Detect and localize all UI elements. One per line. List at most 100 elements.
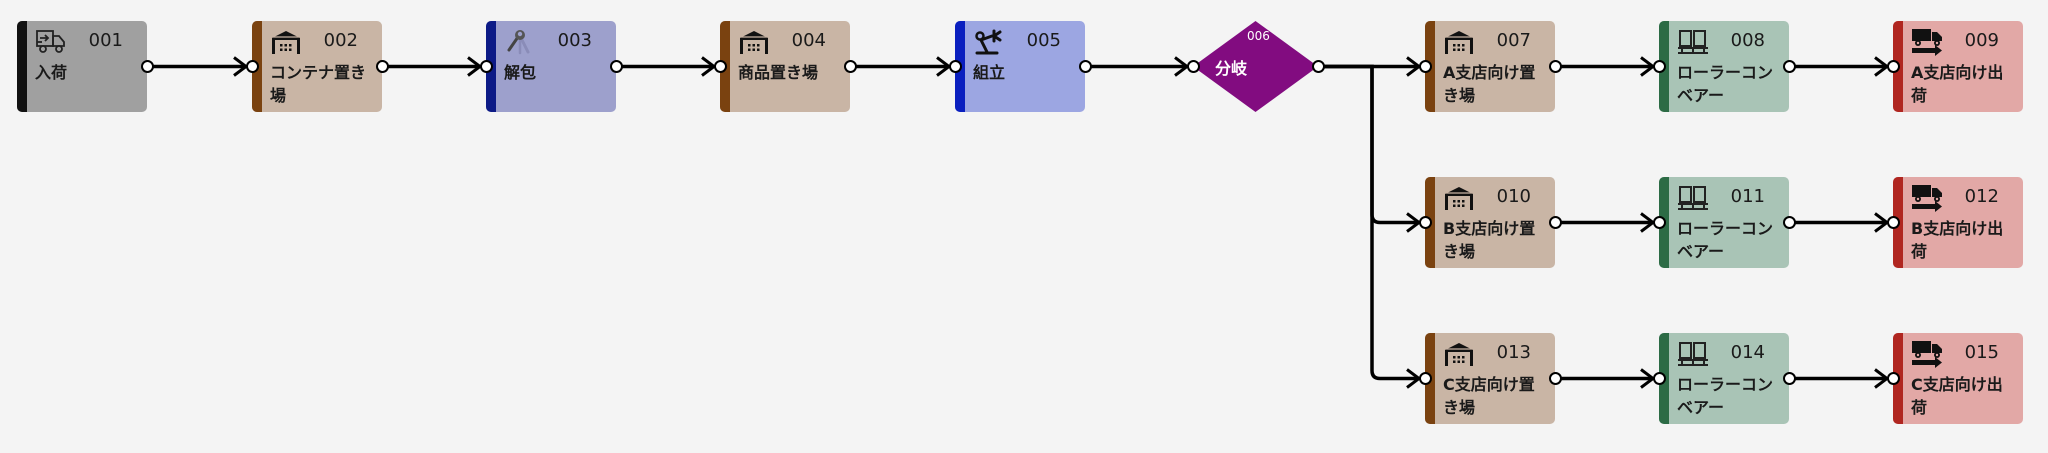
node-id: 004 <box>791 30 826 51</box>
arrowhead-icon <box>1874 212 1890 233</box>
node-010[interactable]: 010 B支店向け置き場 <box>1425 177 1555 268</box>
input-port[interactable] <box>1652 60 1666 73</box>
output-port[interactable] <box>1782 216 1796 229</box>
node-id: 006 <box>1247 29 1270 43</box>
node-label: 分岐 <box>1215 59 1248 78</box>
input-port[interactable] <box>1652 216 1666 229</box>
arrowhead-icon <box>1640 212 1656 233</box>
node-label: ローラーコンベアー <box>1677 63 1774 105</box>
node-008[interactable]: 008 ローラーコンベアー <box>1659 21 1789 112</box>
input-port[interactable] <box>1418 60 1432 73</box>
arrowhead-icon <box>701 56 717 77</box>
node-006-branch[interactable]: 006 分岐 <box>1193 21 1318 112</box>
arrowhead-icon <box>1406 212 1422 233</box>
output-port[interactable] <box>1782 372 1796 385</box>
node-012[interactable]: 012 B支店向け出荷 <box>1893 177 2023 268</box>
node-013[interactable]: 013 C支店向け置き場 <box>1425 333 1555 424</box>
node-015[interactable]: 015 C支店向け出荷 <box>1893 333 2023 424</box>
node-id: 012 <box>1964 186 1999 207</box>
conveyor-icon <box>1678 186 1708 210</box>
input-port[interactable] <box>948 60 962 73</box>
node-label: C支店向け出荷 <box>1911 375 2003 417</box>
node-id: 010 <box>1496 186 1531 207</box>
output-port[interactable] <box>1548 60 1562 73</box>
delivery-truck-icon <box>36 30 65 53</box>
conveyor-icon <box>1678 30 1708 54</box>
conveyor-icon <box>1678 342 1708 366</box>
node-002[interactable]: 002 コンテナ置き場 <box>252 21 382 112</box>
warehouse-icon <box>740 31 768 54</box>
node-001[interactable]: 001 入荷 <box>17 21 147 112</box>
node-011[interactable]: 011 ローラーコンベアー <box>1659 177 1789 268</box>
arrowhead-icon <box>1640 56 1656 77</box>
warehouse-icon <box>1445 343 1473 366</box>
node-label: C支店向け置き場 <box>1443 375 1535 417</box>
arrowhead-icon <box>1874 368 1890 389</box>
shipping-truck-icon <box>1912 29 1942 56</box>
arrowhead-icon <box>467 56 483 77</box>
node-005[interactable]: 005 組立 <box>955 21 1085 112</box>
node-id: 015 <box>1964 342 1999 363</box>
node-id: 007 <box>1496 30 1531 51</box>
node-id: 001 <box>88 30 123 51</box>
input-port[interactable] <box>1886 216 1900 229</box>
output-port[interactable] <box>1078 60 1092 73</box>
arrowhead-icon <box>1874 56 1890 77</box>
output-port[interactable] <box>843 60 857 73</box>
node-id: 002 <box>323 30 358 51</box>
input-port[interactable] <box>713 60 727 73</box>
output-port[interactable] <box>1311 60 1325 73</box>
node-014[interactable]: 014 ローラーコンベアー <box>1659 333 1789 424</box>
node-label: 入荷 <box>35 63 68 82</box>
warehouse-icon <box>272 31 300 54</box>
output-port[interactable] <box>1548 372 1562 385</box>
arrowhead-icon <box>1406 56 1422 77</box>
node-label: A支店向け出荷 <box>1911 63 2004 105</box>
node-id: 014 <box>1730 342 1765 363</box>
input-port[interactable] <box>1652 372 1666 385</box>
arrowhead-icon <box>1640 368 1656 389</box>
node-label: 解包 <box>504 63 537 82</box>
warehouse-icon <box>1445 187 1473 210</box>
node-id: 005 <box>1026 30 1061 51</box>
node-type-bar <box>17 21 27 112</box>
node-label: ローラーコンベアー <box>1677 375 1774 417</box>
node-label: 商品置き場 <box>738 63 819 82</box>
edge-006-010[interactable] <box>1318 64 1419 225</box>
node-label: B支店向け出荷 <box>1911 219 2004 261</box>
output-port[interactable] <box>375 60 389 73</box>
input-port[interactable] <box>1418 216 1432 229</box>
node-label: B支店向け置き場 <box>1443 219 1536 261</box>
node-id: 013 <box>1496 342 1531 363</box>
arrowhead-icon <box>1406 368 1422 389</box>
input-port[interactable] <box>479 60 493 73</box>
node-007[interactable]: 007 A支店向け置き場 <box>1425 21 1555 112</box>
arrowhead-icon <box>1174 56 1190 77</box>
output-port[interactable] <box>140 60 154 73</box>
shipping-truck-icon <box>1912 185 1942 212</box>
edge-006-013[interactable] <box>1318 64 1419 381</box>
node-label: ローラーコンベアー <box>1677 219 1774 261</box>
warehouse-icon <box>1445 31 1473 54</box>
node-009[interactable]: 009 A支店向け出荷 <box>1893 21 2023 112</box>
output-port[interactable] <box>609 60 623 73</box>
input-port[interactable] <box>1186 60 1200 73</box>
robot-arm-icon <box>975 29 1002 55</box>
node-004[interactable]: 004 商品置き場 <box>720 21 850 112</box>
output-port[interactable] <box>1548 216 1562 229</box>
output-port[interactable] <box>1782 60 1796 73</box>
node-id: 009 <box>1964 30 1999 51</box>
tools-icon <box>507 30 530 55</box>
arrowhead-icon <box>936 56 952 77</box>
node-label: 組立 <box>973 63 1006 82</box>
input-port[interactable] <box>1886 60 1900 73</box>
node-id: 008 <box>1730 30 1765 51</box>
node-label: A支店向け置き場 <box>1443 63 1536 105</box>
node-id: 011 <box>1730 186 1765 207</box>
arrowhead-icon <box>233 56 249 77</box>
node-id: 003 <box>557 30 592 51</box>
input-port[interactable] <box>1886 372 1900 385</box>
node-003[interactable]: 003 解包 <box>486 21 616 112</box>
input-port[interactable] <box>245 60 259 73</box>
input-port[interactable] <box>1418 372 1432 385</box>
